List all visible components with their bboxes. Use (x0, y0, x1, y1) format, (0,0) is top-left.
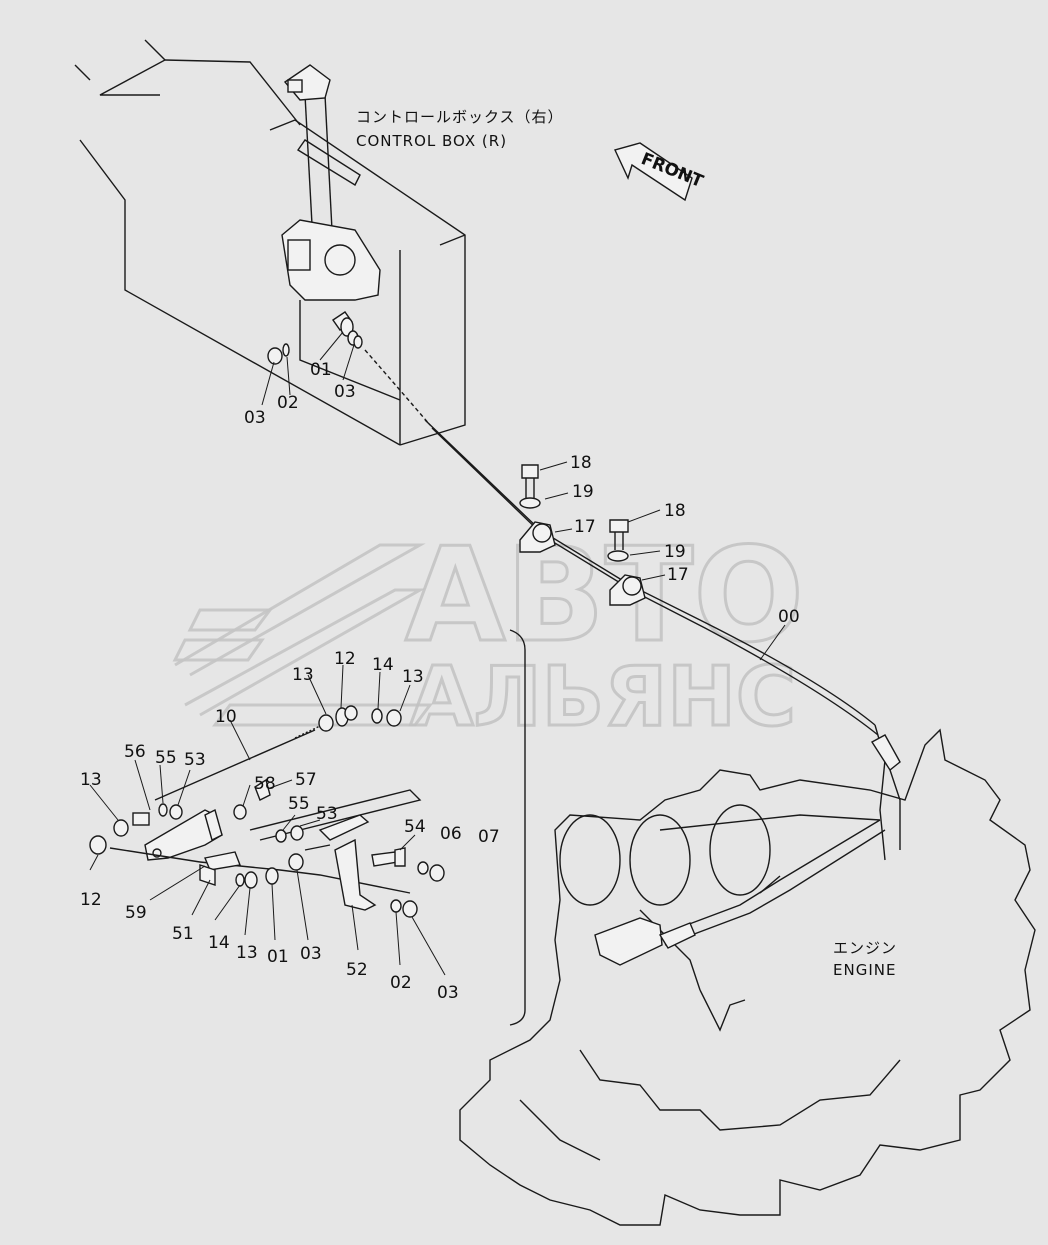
linkage-assembly (89, 705, 445, 918)
callout-12: 12 (80, 890, 102, 910)
callout-03: 03 (300, 944, 322, 964)
callout-13: 13 (402, 667, 424, 687)
callout-14: 14 (208, 933, 230, 953)
watermark-logo: АВТО АЛЬЯНС (172, 518, 805, 747)
callout-02: 02 (277, 393, 299, 413)
callout-55: 55 (288, 794, 310, 814)
callout-labels: 01 03 02 03 18 19 17 18 19 17 00 13 12 1… (80, 360, 800, 1003)
callout-00: 00 (778, 607, 800, 627)
callout-03: 03 (244, 408, 266, 428)
callout-17: 17 (667, 565, 689, 585)
callout-13: 13 (236, 943, 258, 963)
callout-52: 52 (346, 960, 368, 980)
callout-51: 51 (172, 924, 194, 944)
watermark-line1: АВТО (405, 519, 804, 671)
callout-58: 58 (254, 774, 276, 794)
callout-54: 54 (404, 817, 426, 837)
callout-53: 53 (316, 804, 338, 824)
callout-07: 07 (478, 827, 500, 847)
callout-19: 19 (572, 482, 594, 502)
watermark-line2: АЛЬЯНС (410, 650, 796, 745)
leader-lines (89, 331, 786, 976)
callout-13: 13 (292, 665, 314, 685)
callout-14: 14 (372, 655, 394, 675)
engine-caption-jp: エンジン (833, 939, 897, 957)
callout-59: 59 (125, 903, 147, 923)
callout-02: 02 (390, 973, 412, 993)
control-box-caption-en: CONTROL BOX (R) (356, 132, 507, 150)
callout-19: 19 (664, 542, 686, 562)
callout-03: 03 (334, 382, 356, 402)
front-arrow: FRONT (614, 142, 706, 202)
clamp-assembly-1 (519, 464, 556, 553)
callout-12: 12 (334, 649, 356, 669)
callout-10: 10 (215, 707, 237, 727)
clamp-assembly-2 (607, 519, 646, 606)
control-box (74, 39, 466, 446)
callout-57: 57 (295, 770, 317, 790)
callout-06: 06 (440, 824, 462, 844)
control-cable (364, 349, 901, 861)
callout-56: 56 (124, 742, 146, 762)
callout-18: 18 (570, 453, 592, 473)
control-box-caption-jp: コントロールボックス（右） (356, 108, 564, 126)
group-bracket (509, 629, 526, 1026)
engine-caption-en: ENGINE (833, 961, 896, 979)
callout-17: 17 (574, 517, 596, 537)
callout-53: 53 (184, 750, 206, 770)
callout-55: 55 (155, 748, 177, 768)
callout-13: 13 (80, 770, 102, 790)
callout-01: 01 (267, 947, 289, 967)
callout-18: 18 (664, 501, 686, 521)
callout-03: 03 (437, 983, 459, 1003)
callout-01: 01 (310, 360, 332, 380)
engine-outline (459, 728, 1036, 1226)
